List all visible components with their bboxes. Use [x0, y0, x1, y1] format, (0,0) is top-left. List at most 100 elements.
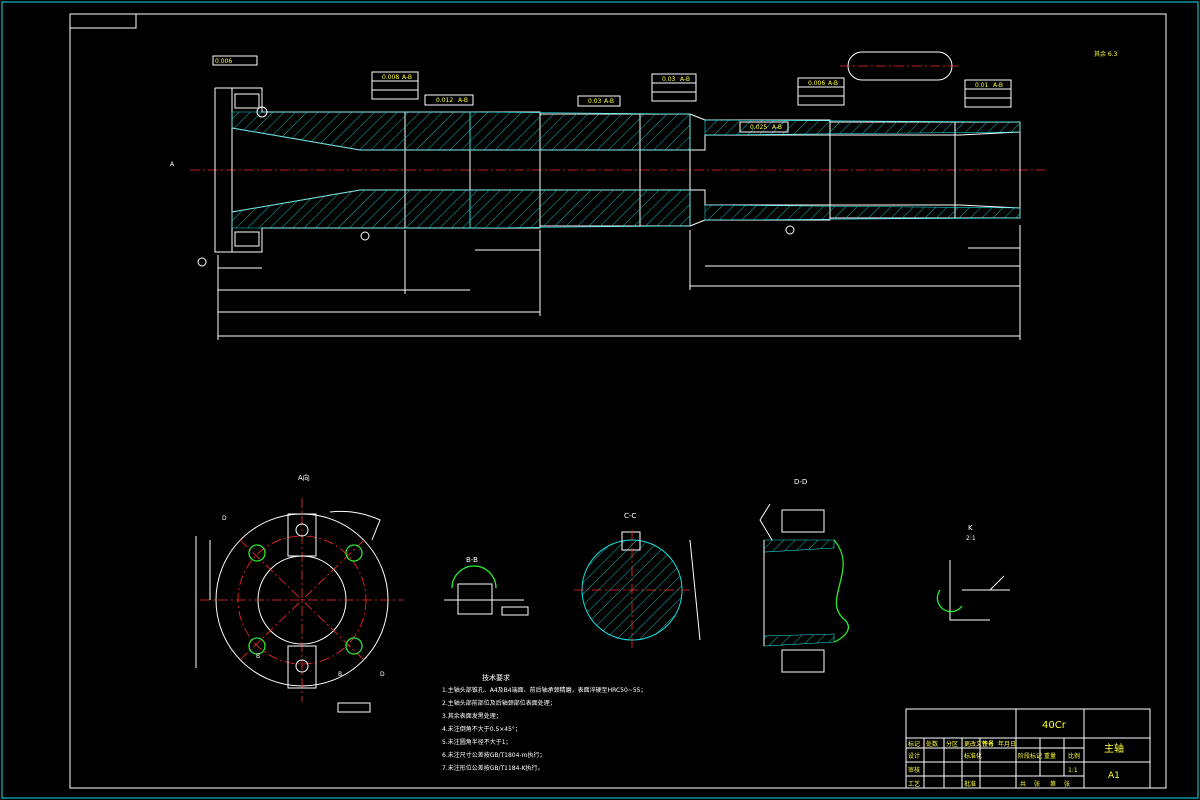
- tech-req-item-3: 3.其余表面发黑处理；: [442, 712, 502, 720]
- front-slot-upper: [234, 93, 260, 109]
- k-detail-view: K 2:1: [936, 524, 1010, 621]
- sheet-size-label: A1: [1108, 771, 1120, 781]
- b-section-marker: B: [338, 671, 342, 678]
- svg-text:0.01: 0.01: [975, 82, 989, 89]
- bolt-hole-1: [248, 544, 266, 562]
- d-section-top-block: [781, 509, 825, 533]
- tb-row-count: 处数: [926, 740, 938, 748]
- tolerance-frame-1: 0.006: [212, 55, 258, 66]
- d-section-chamfer: [759, 503, 773, 541]
- d-section-hatch-top: [763, 539, 835, 553]
- tb-row-approve: 批准: [964, 780, 976, 788]
- svg-text:A-B: A-B: [680, 76, 690, 83]
- tech-req-item-7: 7.未注形位公差按GB/T1184-K执行。: [442, 764, 544, 772]
- tb-row-zone: 分区: [946, 740, 958, 748]
- k-view-scale: 2:1: [966, 535, 976, 542]
- title-block: 40Cr 主轴 A1 标记 处数 分区 更改文件号 签名 年月日 设计 标准化 …: [905, 708, 1151, 789]
- hatch-upper-rear: [704, 119, 1021, 136]
- datum-c-circle: [785, 225, 795, 235]
- tech-req-item-4: 4.未注倒角不大于0.5×45°；: [442, 725, 521, 733]
- material-label: 40Cr: [1042, 720, 1067, 731]
- hatch-lower-front: [231, 189, 471, 229]
- svg-text:0.025: 0.025: [750, 124, 767, 131]
- datum-b-circle: [360, 231, 370, 241]
- sheet-inner-border: [69, 13, 1167, 789]
- tolerance-frame-8: 0.01 A-B: [964, 79, 1012, 108]
- front-slot-lower: [234, 231, 260, 247]
- c-section-title: C-C: [624, 512, 636, 520]
- svg-text:0.03: 0.03: [662, 76, 676, 83]
- flange-tolerance-frame: [337, 702, 371, 713]
- tech-requirements: 技术要求 1.主轴头部锥孔、A4及B4端面、前后轴承颈精磨，表面淬硬至HRC50…: [442, 673, 646, 772]
- tech-req-item-6: 6.未注尺寸公差按GB/T1804-m执行；: [442, 751, 545, 759]
- k-detail-outline: [949, 560, 990, 621]
- b-section-tol-frame: [501, 606, 529, 616]
- datum-a-circle: [197, 257, 207, 267]
- tb-sheet-total: 共: [1020, 780, 1026, 788]
- datum-a-label: A: [170, 161, 175, 168]
- d-section-break-line: [833, 539, 849, 643]
- tb-sheet-total-unit: 张: [1034, 780, 1040, 788]
- d-d-section: D-D: [759, 478, 849, 673]
- svg-text:0.012: 0.012: [436, 97, 453, 104]
- tb-scale-value: 1:1: [1068, 767, 1078, 774]
- c-c-section: C-C: [574, 512, 701, 650]
- svg-text:A-B: A-B: [772, 124, 782, 131]
- tolerance-frame-2: 0.008 A-B: [371, 71, 419, 100]
- b-b-section: B-B: [444, 556, 529, 616]
- b-section-arc: [451, 565, 497, 589]
- tech-req-item-2: 2.主轴头部前部位及后轴颈部位表面处理；: [442, 699, 556, 707]
- b-section-title: B-B: [466, 556, 478, 564]
- tb-sheet-no: 第: [1050, 780, 1056, 788]
- tb-row-standard: 标准化: [964, 752, 982, 760]
- c-section-keyway: [621, 531, 641, 551]
- tech-req-item-1: 1.主轴头部锥孔、A4及B4端面、前后轴承颈精磨，表面淬硬至HRC50~55；: [442, 686, 646, 694]
- d-section-marker-a: D: [222, 515, 227, 522]
- tb-row-process: 工艺: [908, 780, 920, 788]
- svg-text:0.006: 0.006: [808, 80, 825, 87]
- d-section-title: D-D: [794, 478, 807, 486]
- dimension-lines: [217, 225, 1021, 340]
- svg-text:A-B: A-B: [604, 98, 614, 105]
- d-section-hatch-bottom: [763, 633, 835, 647]
- svg-text:A-B: A-B: [402, 74, 412, 81]
- section-arc-marker: [329, 510, 381, 541]
- tolerance-frame-6: 0.006 A-B: [797, 77, 845, 106]
- tb-header-scale: 比例: [1068, 752, 1080, 760]
- tb-row-sign: 签名: [982, 740, 994, 748]
- bolt-hole-3: [248, 637, 266, 655]
- keyway-slot-view: [840, 51, 960, 81]
- bolt-hole-2: [345, 544, 363, 562]
- tolerance-frame-5: 0.03 A-B: [651, 73, 697, 102]
- screw-hole-marker: [256, 106, 268, 118]
- drive-key-bottom: [287, 645, 317, 689]
- svg-text:A-B: A-B: [458, 97, 468, 104]
- svg-text:A-B: A-B: [993, 82, 1003, 89]
- hatch-lower-mid: [469, 189, 691, 229]
- d-section-bottom-block: [781, 649, 825, 673]
- tb-header-weight: 重量: [1044, 752, 1056, 760]
- k-view-title: K: [968, 524, 973, 532]
- b-section-body: [457, 583, 493, 615]
- svg-text:0.008: 0.008: [382, 74, 399, 81]
- tb-header-stage: 阶段标记: [1018, 752, 1042, 760]
- a-view-title: A向: [298, 473, 310, 482]
- tech-req-title: 技术要求: [482, 673, 510, 682]
- tb-sheet-no-unit: 张: [1064, 780, 1070, 788]
- key-hole-top: [295, 523, 309, 537]
- d-section-marker-b: D: [380, 671, 385, 678]
- k-detail-arc: [936, 589, 963, 613]
- tb-row-review: 审核: [908, 766, 920, 774]
- tb-row-doc: 更改文件号: [964, 740, 994, 748]
- svg-text:0.006: 0.006: [215, 58, 232, 65]
- main-shaft-view: A 0.006 0.008 A-B 0.012 A-B 0.03 A-B 0: [170, 51, 1045, 340]
- bolt-hole-4: [345, 637, 363, 655]
- hatch-upper-mid: [469, 111, 691, 151]
- tb-row-date: 年月日: [998, 740, 1016, 748]
- tolerance-frame-7: 0.025 A-B: [739, 121, 789, 133]
- part-name-label: 主轴: [1104, 742, 1124, 755]
- surface-finish-note: 其余 6.3: [1094, 50, 1118, 58]
